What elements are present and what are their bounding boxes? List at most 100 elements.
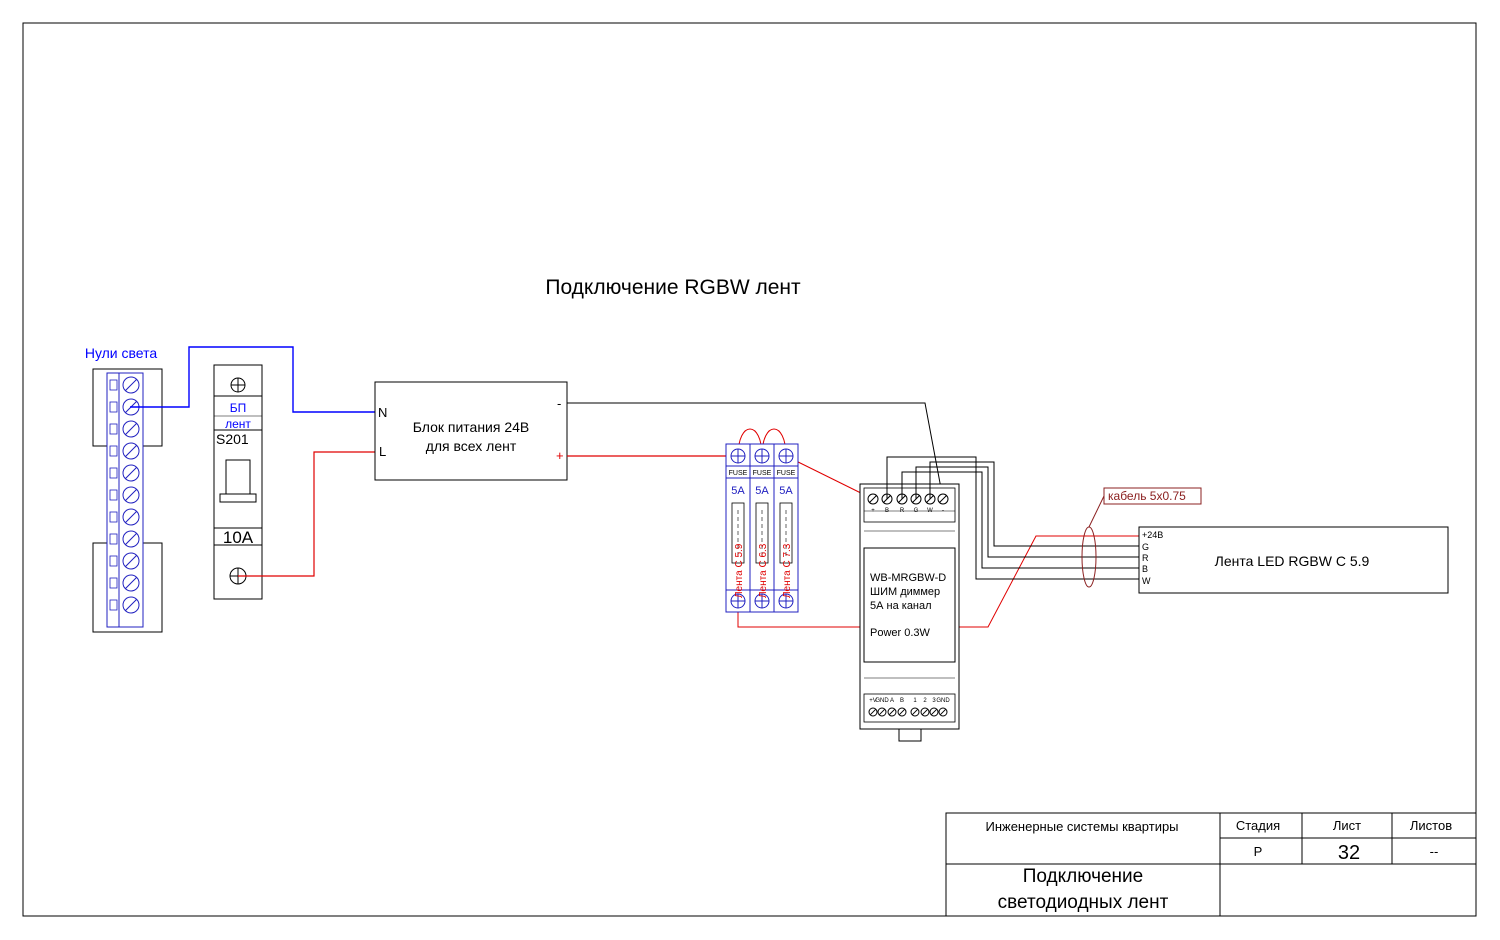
dimmer-top-terminal-label: G: [914, 508, 919, 514]
bus-clamp: [109, 445, 118, 457]
dimmer-channel-rating: 5А на канал: [870, 600, 932, 612]
breaker-label: БП: [230, 401, 247, 415]
fuse-top-screw: [778, 448, 794, 464]
dimmer-top-terminal-label: B: [885, 508, 889, 514]
fuse-label: FUSE: [753, 470, 772, 477]
bus-clamp: [109, 423, 118, 435]
bus-clamp: [109, 379, 118, 391]
stage-header: Стадия: [1236, 818, 1280, 833]
dimmer-bottom-terminal-label: 1: [913, 698, 917, 704]
fuse-holder: FUSE 5А Лента С 5.9: [725, 443, 751, 613]
psu-label-line1: Блок питания 24В: [413, 419, 530, 435]
led-pin: W: [1142, 576, 1151, 586]
diagram-title: Подключение RGBW лент: [545, 276, 801, 299]
led-pin: B: [1142, 564, 1148, 574]
dimmer-front-panel: [863, 547, 956, 663]
project-name: Инженерные системы квартиры: [985, 819, 1178, 834]
bus-terminal-screw: [122, 376, 140, 394]
fuse-top-screw: [754, 448, 770, 464]
wire-dimmer-to-strip-r: [915, 466, 1139, 558]
dimmer-top-terminal-label: -: [942, 508, 944, 514]
dimmer-bottom-terminal: [929, 707, 939, 717]
bus-clamp: [109, 599, 118, 611]
cable-tag: кабель 5х0.75: [1081, 487, 1202, 588]
fuse-insert: [755, 502, 769, 564]
psu-pin-l: L: [379, 444, 386, 459]
fuse-label: FUSE: [729, 470, 748, 477]
dimmer-bottom-terminal-label: 2: [923, 698, 927, 704]
psu-body: [374, 381, 568, 481]
neutral-wire-bus-to-psu: [130, 346, 375, 413]
bus-terminal-screw: [122, 486, 140, 504]
psu-pin-minus: -: [557, 396, 561, 411]
dimmer-power: Power 0.3W: [870, 627, 931, 639]
fuse-strip-tag: Лента С 5.9: [734, 543, 745, 598]
led-pin: +24В: [1142, 530, 1163, 540]
dimmer-top-terminal-label: +: [871, 508, 875, 514]
fuse-strip-tag: Лента С 6.3: [758, 543, 769, 598]
dimmer-bottom-terminal: [938, 707, 948, 717]
neutral-bus-rail: [118, 372, 144, 628]
breaker-model: S201: [216, 431, 249, 447]
bus-terminal-screw: [122, 508, 140, 526]
plus-wire-fuses-to-dimmer: [785, 455, 874, 500]
wire-dimmer-to-strip-g: [929, 461, 1139, 547]
neutral-bus: Нули света: [85, 345, 163, 633]
bus-clamp: [109, 555, 118, 567]
breaker-s201: БП лент S201 10А: [213, 364, 263, 600]
bus-terminal-screw: [122, 420, 140, 438]
bus-terminal-screw: [122, 574, 140, 592]
psu-pin-n: N: [378, 405, 387, 420]
led-strip-label: Лента LED RGBW C 5.9: [1215, 553, 1370, 569]
breaker-sublabel: лент: [225, 417, 251, 431]
bus-terminal-screw: [122, 552, 140, 570]
led-strip: Лента LED RGBW C 5.9 +24В G R B W: [1138, 526, 1449, 594]
fuse-bottom-screw: [730, 593, 746, 609]
dimmer-bottom-terminal-label: GND: [936, 698, 950, 704]
fuse-bottom-screw: [778, 593, 794, 609]
bus-terminal-screw: [122, 464, 140, 482]
led-pin: G: [1142, 542, 1149, 552]
dimmer-bottom-terminal-label: +V: [869, 698, 877, 704]
fuse-bottom-screw: [754, 593, 770, 609]
breaker-toggle-base: [219, 493, 257, 503]
bus-clamp: [109, 511, 118, 523]
dimmer-body: [859, 483, 960, 730]
fuse-insert: [779, 502, 793, 564]
neutral-bus-label: Нули света: [85, 345, 158, 361]
bus-terminal-screw: [122, 442, 140, 460]
dimmer-model: WB-MRGBW-D: [870, 572, 946, 584]
breaker-rating: 10А: [223, 528, 254, 547]
drawing-title-line1: Подключение: [1023, 866, 1143, 887]
fuse-label: FUSE: [777, 470, 796, 477]
cable-label-box: [1103, 487, 1202, 505]
dimmer-top-terminal-label: W: [927, 508, 933, 514]
dimmer-bottom-terminal: [868, 707, 878, 717]
fuse-top-screw: [730, 448, 746, 464]
wire-dimmer-to-strip-w: [886, 456, 1139, 580]
bus-clamp: [109, 401, 118, 413]
stage-value: Р: [1254, 844, 1263, 859]
fuse-strip-tag: Лента С 7.3: [782, 543, 793, 598]
breaker-body: [213, 364, 263, 600]
sheet-header: Лист: [1333, 818, 1361, 833]
phase-wire-breaker-to-psu: [238, 451, 375, 577]
drawing-title-line2: светодиодных лент: [998, 892, 1169, 913]
bus-clamp: [109, 467, 118, 479]
led-pin: R: [1142, 553, 1149, 563]
dimmer-bottom-terminal: [897, 707, 907, 717]
cable-label: кабель 5х0.75: [1108, 489, 1186, 503]
title-block: Инженерные системы квартиры Стадия Лист …: [945, 812, 1477, 917]
dimmer-bottom-terminal: [910, 707, 920, 717]
fuse-insert: [731, 502, 745, 564]
dimmer-bottom-terminal-label: GND: [875, 698, 889, 704]
fuse-rating: 5А: [731, 485, 745, 497]
sheets-header: Листов: [1410, 818, 1452, 833]
dimmer-wb-mrgbw-d: WB-MRGBW-D ШИМ диммер 5А на канал Power …: [859, 483, 960, 742]
dimmer-bottom-terminal-label: B: [900, 698, 904, 704]
cable-leader: [1088, 495, 1105, 528]
